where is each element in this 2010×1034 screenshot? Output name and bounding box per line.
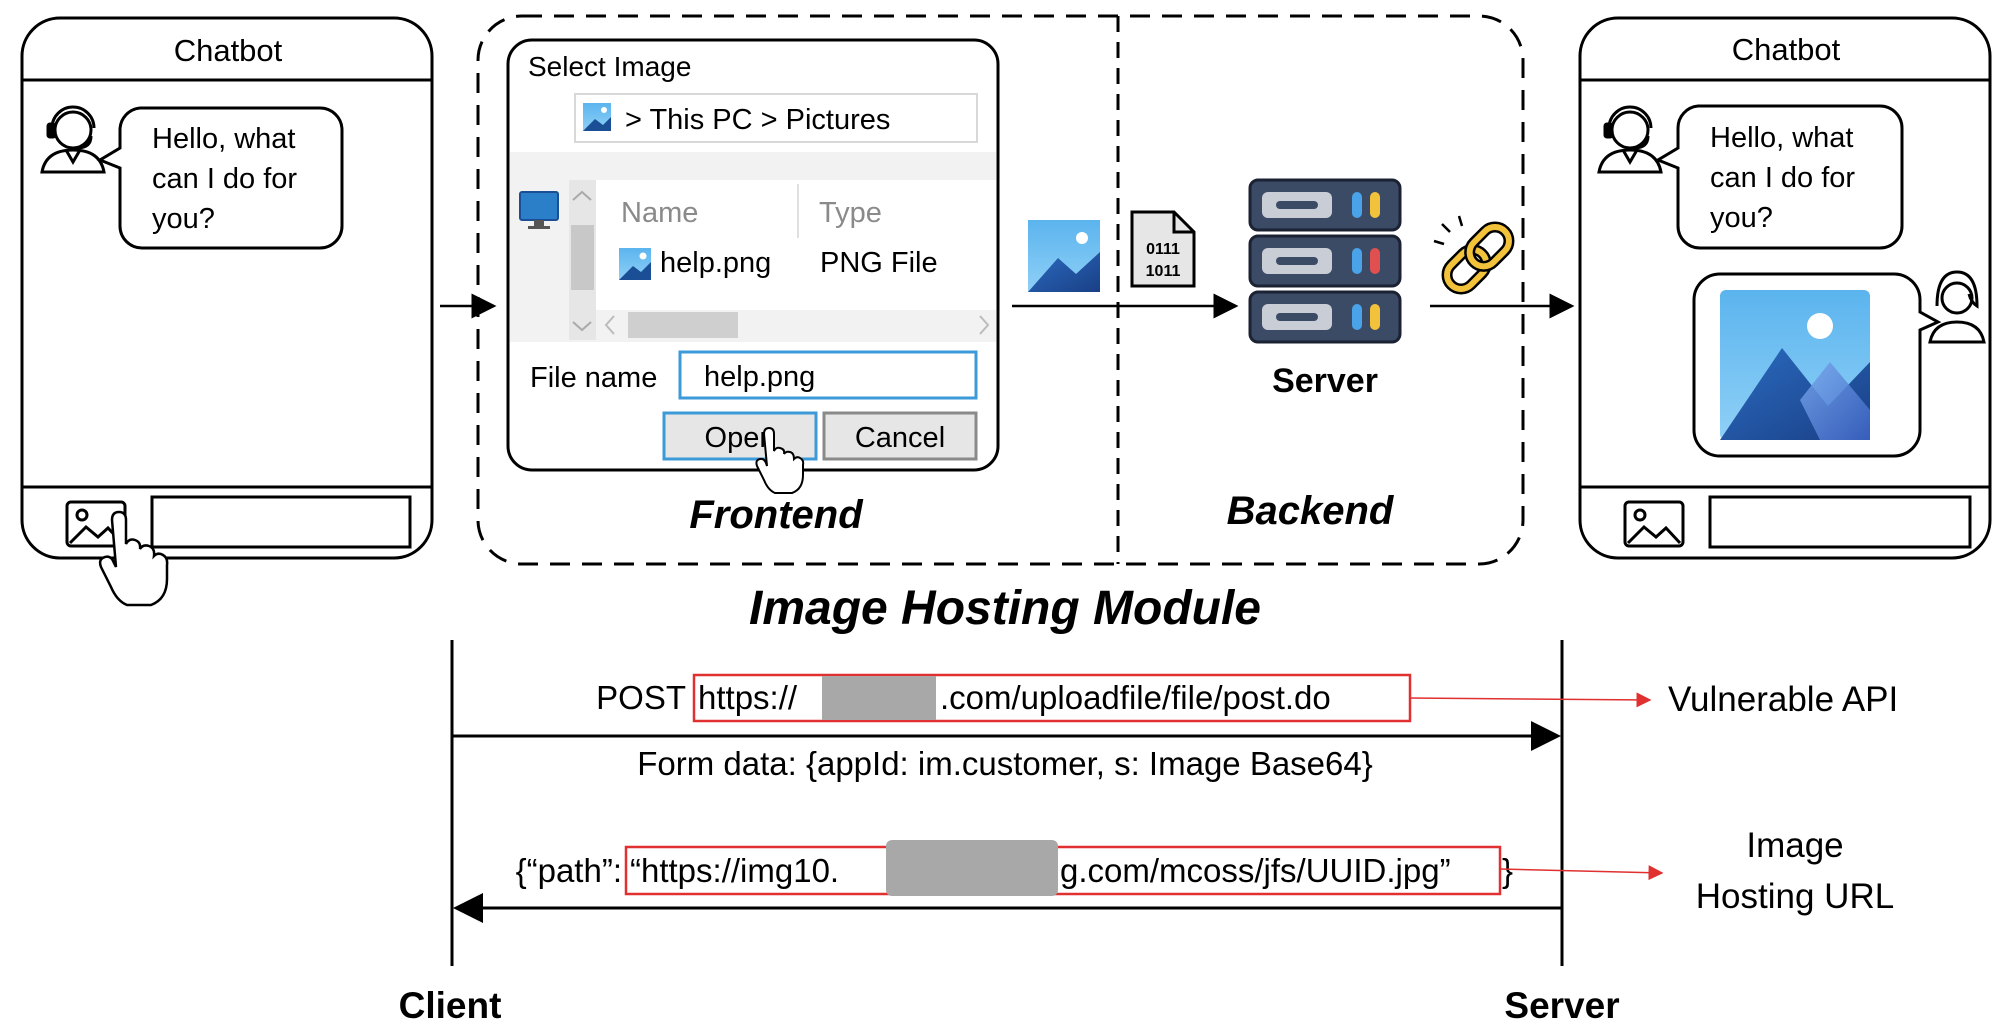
left-message-input[interactable]: [150, 495, 412, 549]
agent-avatar-icon: [1597, 105, 1663, 174]
pictures-folder-icon: [583, 103, 611, 131]
right-bubble-line-2: can I do for: [1710, 162, 1855, 194]
select-image-dialog: Select Image > This PC > Pictures Name T…: [506, 38, 1000, 494]
vulnerable-api-label: Vulnerable API: [1668, 680, 1898, 719]
file-row-name: help.png: [660, 247, 771, 279]
shared-image-icon: [1720, 290, 1870, 440]
binary-line-2: 1011: [1146, 263, 1181, 280]
response-url-suffix: g.com/mcoss/jfs/UUID.jpg”: [1060, 852, 1451, 889]
binary-file-icon: 0111 1011: [1130, 210, 1196, 288]
user-avatar-icon: [1928, 270, 1986, 344]
link-icon: [1433, 215, 1515, 295]
server-icon: [1248, 178, 1402, 344]
sequence-diagram: POST https:// .com/uploadfile/file/post.…: [399, 640, 1898, 1026]
hosting-url-pointer: [1499, 865, 1664, 881]
left-bubble-line-3: you?: [152, 203, 215, 235]
open-button[interactable]: Open: [662, 411, 818, 461]
request-host-redaction: [822, 676, 936, 720]
hand-cursor-icon: [98, 510, 169, 607]
image-file-icon: [1028, 220, 1100, 292]
response-suffix: }: [1502, 852, 1513, 889]
left-bubble-line-1: Hello, what: [152, 123, 295, 155]
horizontal-scrollbar[interactable]: [596, 310, 996, 340]
vulnerable-api-pointer: [1409, 692, 1652, 708]
file-name-value: help.png: [704, 361, 815, 393]
computer-icon: [519, 191, 559, 229]
backend-label: Backend: [1227, 489, 1395, 533]
module-title: Image Hosting Module: [749, 582, 1261, 635]
png-file-icon: [619, 248, 651, 280]
column-header-name[interactable]: Name: [621, 197, 698, 229]
response-url-prefix: “https://img10.: [630, 852, 839, 889]
cancel-button[interactable]: Cancel: [822, 411, 978, 461]
path-text: > This PC > Pictures: [625, 104, 890, 136]
file-row-help-png[interactable]: help.png PNG File: [619, 247, 938, 280]
client-label: Client: [399, 985, 502, 1026]
left-bubble-line-2: can I do for: [152, 163, 297, 195]
right-image-upload-icon[interactable]: [1623, 500, 1685, 548]
request-form-data: Form data: {appId: im.customer, s: Image…: [637, 745, 1373, 782]
file-name-input[interactable]: [678, 350, 978, 400]
server-label: Server: [1272, 362, 1378, 400]
image-hosting-module: Frontend Backend: [476, 14, 1525, 566]
request-url-prefix: https://: [698, 679, 798, 716]
server-lifeline-label: Server: [1504, 985, 1619, 1026]
right-bubble-line-1: Hello, what: [1710, 122, 1853, 154]
left-chatbot-window: Chatbot Hello, what can I do for you?: [20, 16, 434, 607]
frontend-label: Frontend: [689, 493, 864, 537]
left-chatbot-title: Chatbot: [174, 33, 283, 68]
vertical-scrollbar[interactable]: [569, 180, 596, 340]
response-url-highlight: [624, 845, 1502, 896]
request-method: POST: [596, 679, 686, 716]
agent-avatar-icon: [40, 105, 106, 174]
right-message-input[interactable]: [1708, 495, 1972, 549]
right-chatbot-window: Chatbot Hello, what can I do for you?: [1578, 16, 1992, 560]
left-greeting-bubble: Hello, what can I do for you?: [96, 106, 344, 250]
column-header-type[interactable]: Type: [819, 197, 882, 229]
request-url-suffix: .com/uploadfile/file/post.do: [940, 679, 1331, 716]
response-prefix: {“path”:: [516, 852, 622, 889]
cancel-button-label: Cancel: [855, 422, 945, 454]
user-image-bubble: [1692, 272, 1942, 458]
dialog-title: Select Image: [528, 51, 691, 82]
binary-line-1: 0111: [1146, 241, 1180, 258]
open-hand-cursor-icon: [755, 426, 805, 494]
right-chatbot-title: Chatbot: [1732, 32, 1841, 67]
hosting-url-label-line-2: Hosting URL: [1696, 877, 1894, 916]
hosting-url-label-line-1: Image: [1746, 826, 1843, 865]
path-bar[interactable]: [574, 93, 978, 143]
file-row-type: PNG File: [820, 247, 938, 279]
response-host-redaction: [886, 840, 1058, 896]
right-greeting-bubble: Hello, what can I do for you?: [1654, 104, 1904, 250]
file-name-label: File name: [530, 362, 657, 394]
right-bubble-line-3: you?: [1710, 202, 1773, 234]
